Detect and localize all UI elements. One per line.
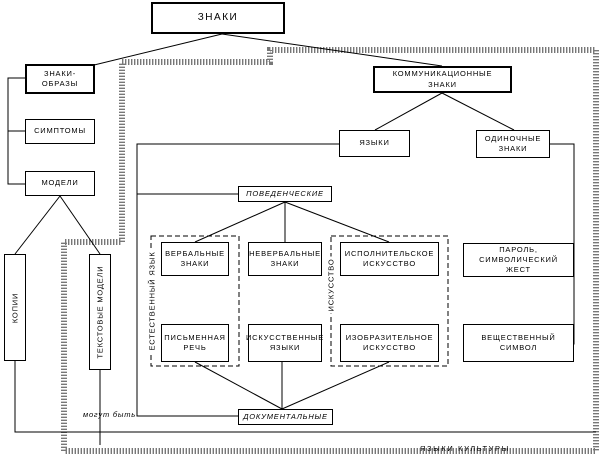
node-tekstovye-modeli-label: ТЕКСТОВЫЕ МОДЕЛИ [95, 265, 105, 359]
edge-modeli-tekstovye [59, 195, 101, 255]
node-povedencheskie: ПОВЕДЕНЧЕСКИЕ [238, 186, 332, 202]
edge-znaki-obrazy [89, 33, 223, 67]
edge-znaki-kommunikacionnye [221, 33, 443, 67]
node-odinochnye: ОДИНОЧНЫЕ ЗНАКИ [476, 130, 550, 158]
edge-izobrazitelnoe-dok [281, 361, 390, 410]
label-mogut-byt: могут быть [83, 410, 137, 419]
label-iskusstvo: ИСКУССТВО [326, 256, 336, 314]
edge-kopii-bottom [14, 361, 596, 433]
edge-pov-verbalnye [194, 201, 286, 243]
node-iskusstvennye: ИСКУССТВЕННЫЕ ЯЗЫКИ [246, 324, 323, 362]
edge-pov-ispolnitelskoe [284, 201, 390, 243]
node-pismennaya: ПИСЬМЕННАЯ РЕЧЬ [161, 324, 229, 362]
edge-komm-odinochnye [441, 92, 515, 131]
node-modeli: МОДЕЛИ [25, 171, 95, 196]
node-ispolnitelskoe: ИСПОЛНИТЕЛЬСКОЕ ИСКУССТВО [340, 242, 439, 276]
node-znaki-obrazy: ЗНАКИ- ОБРАЗЫ [25, 64, 95, 94]
node-yazyki: ЯЗЫКИ [339, 130, 410, 157]
node-verbalnye: ВЕРБАЛЬНЫЕ ЗНАКИ [161, 242, 229, 276]
node-neverbalnye: НЕВЕРБАЛЬНЫЕ ЗНАКИ [248, 242, 322, 276]
node-dokumentalnye: ДОКУМЕНТАЛЬНЫЕ [238, 409, 333, 425]
node-kommunikacionnye: КОММУНИКАЦИОННЫЕ ЗНАКИ [373, 66, 512, 93]
node-simptomy: СИМПТОМЫ [25, 119, 95, 144]
edge-komm-yazyki [374, 92, 443, 131]
node-kopii: КОПИИ [4, 254, 26, 361]
node-izobrazitelnoe: ИЗОБРАЗИТЕЛЬНОЕ ИСКУССТВО [340, 324, 439, 362]
edge-modeli-kopii [14, 195, 61, 255]
node-znaki: ЗНАКИ [151, 2, 285, 34]
node-kopii-label: КОПИИ [10, 292, 20, 323]
label-estestvennyi-yazyk: ЕСТЕСТВЕННЫЙ ЯЗЫК [147, 249, 157, 353]
edge-pismennaya-dok [194, 361, 283, 410]
node-parol: ПАРОЛЬ, СИМВОЛИЧЕСКИЙ ЖЕСТ [463, 243, 574, 277]
node-veshchestvennyi: ВЕЩЕСТВЕННЫЙ СИМВОЛ [463, 324, 574, 362]
edge-yazyki-dokumentalnye [136, 143, 339, 417]
label-yazyki-kultury: ЯЗЫКИ КУЛЬТУРЫ [420, 444, 510, 453]
node-tekstovye-modeli: ТЕКСТОВЫЕ МОДЕЛИ [89, 254, 111, 370]
culture-languages-region [61, 47, 599, 454]
